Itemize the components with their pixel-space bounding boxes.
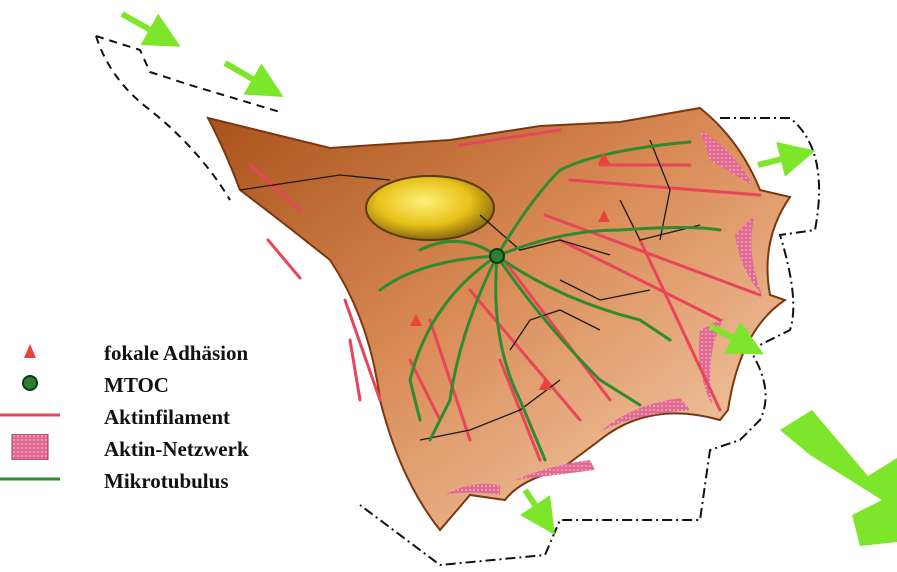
main-migration-arrow	[780, 410, 897, 546]
legend-item-actin-network: Aktin-Netzwerk	[0, 434, 330, 464]
legend-item-mtoc: MTOC	[0, 370, 330, 400]
legend-label: Mikrotubulus	[104, 466, 229, 496]
legend-label: Aktinfilament	[104, 402, 230, 432]
legend-item-microtubule: Mikrotubulus	[0, 466, 330, 496]
legend-label: MTOC	[104, 370, 169, 400]
actin-network-square-icon	[0, 434, 60, 460]
legend: fokale Adhäsion MTOC Aktinfilament Aktin…	[0, 330, 330, 530]
mtoc	[490, 249, 504, 263]
actin-filament-line-icon	[0, 402, 60, 428]
nucleus	[366, 176, 494, 240]
microtubule-line-icon	[0, 466, 60, 492]
focal-adhesion-triangle-icon	[0, 338, 60, 364]
legend-label: fokale Adhäsion	[104, 338, 248, 368]
legend-item-actin-filament: Aktinfilament	[0, 402, 330, 432]
legend-label: Aktin-Netzwerk	[104, 434, 249, 464]
mtoc-dot-icon	[0, 370, 60, 396]
legend-item-focal-adhesion: fokale Adhäsion	[0, 338, 330, 368]
